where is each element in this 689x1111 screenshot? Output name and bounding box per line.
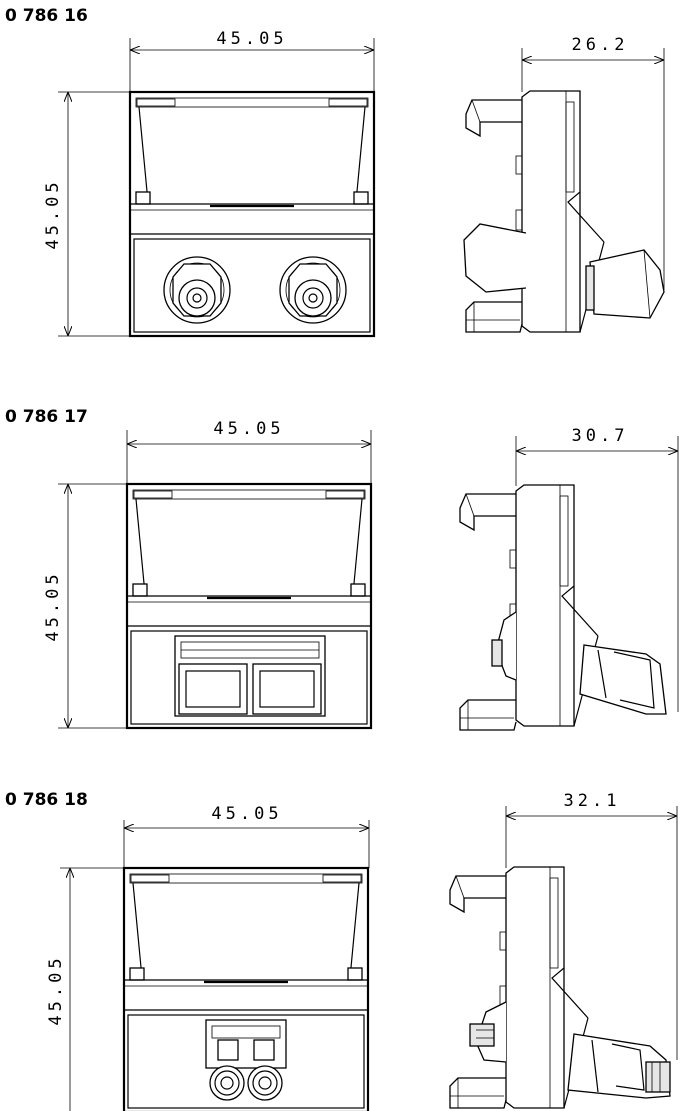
side-view-2	[449, 866, 671, 1109]
product-ref-1: 0 786 17	[5, 407, 88, 427]
dimension-height-1: 45.05	[43, 483, 127, 729]
svg-text:45.05: 45.05	[213, 419, 284, 439]
dimension-height-0: 45.05	[43, 91, 130, 337]
front-view-0	[128, 90, 376, 338]
dimension-width-2: 45.05	[123, 804, 370, 868]
dimension-depth-0: 26.2	[521, 35, 665, 290]
svg-text:45.05: 45.05	[43, 570, 63, 641]
svg-text:45.05: 45.05	[43, 178, 63, 249]
dimension-height-2: 45.05	[46, 867, 124, 1111]
side-view-0	[463, 90, 665, 333]
dimension-depth-2: 32.1	[505, 791, 678, 1060]
svg-text:45.05: 45.05	[211, 804, 282, 824]
svg-text:30.7: 30.7	[572, 426, 629, 446]
front-view-1	[125, 482, 373, 730]
product-ref-0: 0 786 16	[5, 6, 88, 26]
svg-text:26.2: 26.2	[572, 35, 629, 55]
svg-text:32.1: 32.1	[564, 791, 621, 811]
svg-text:45.05: 45.05	[216, 29, 287, 49]
svg-text:45.05: 45.05	[46, 954, 66, 1025]
front-view-2	[122, 866, 370, 1111]
side-view-1	[459, 484, 667, 731]
dimension-width-1: 45.05	[126, 419, 372, 484]
dimension-width-0: 45.05	[129, 29, 375, 92]
product-ref-2: 0 786 18	[5, 790, 88, 810]
dimension-depth-1: 30.7	[515, 426, 679, 712]
